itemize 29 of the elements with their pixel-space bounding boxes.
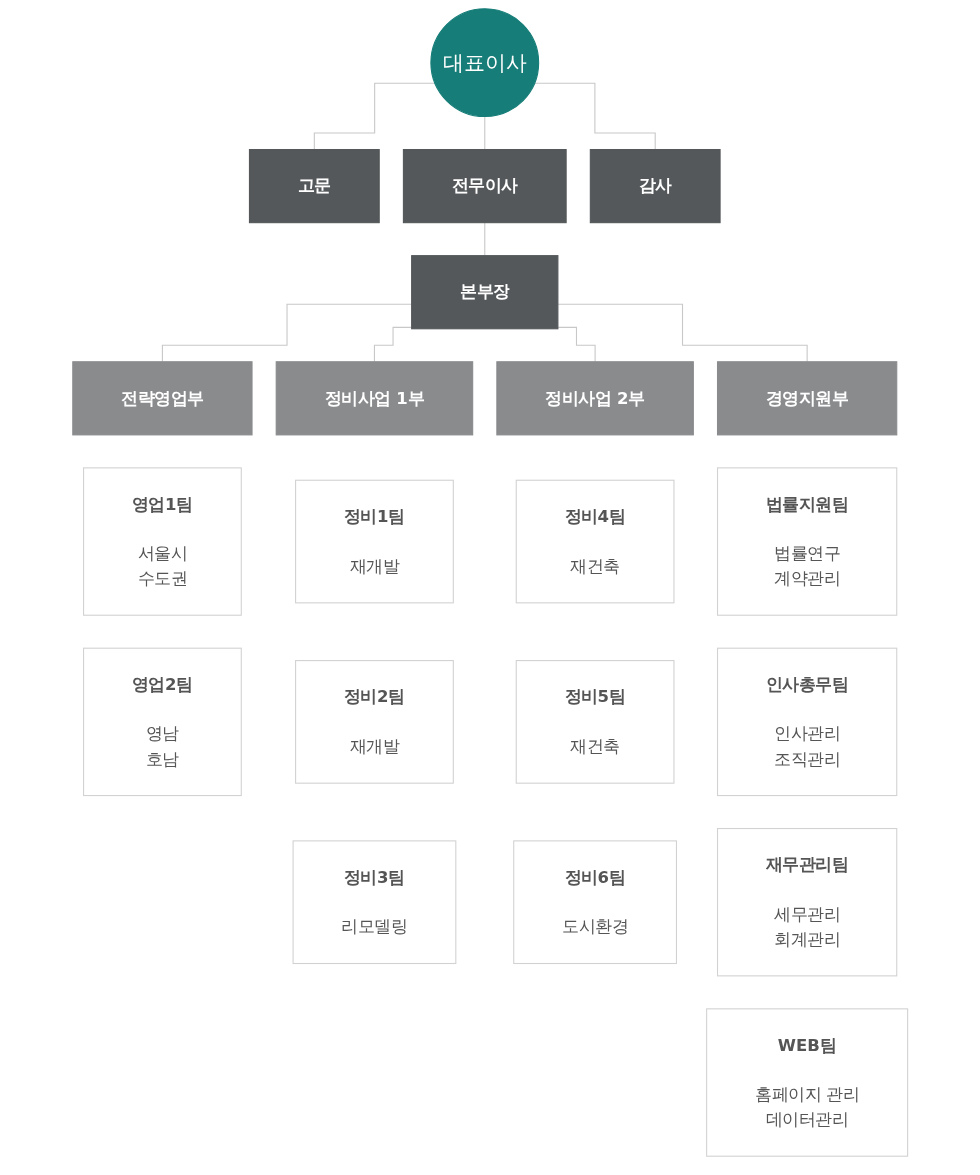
node-box: 재무관리팀 세무관리 회계관리 [716,828,898,977]
node-box: 정비4팀 재건축 [515,479,675,604]
node-box: 정비5팀 재건축 [515,660,675,784]
node-box: 법률지원팀 법률연구 계약관리 [716,467,898,616]
connector [484,116,486,151]
node-box: 경영지원부 [716,361,898,436]
node-box: 정비사업 2부 [496,361,694,436]
node-box: WEB팀 홈페이지 관리 데이터관리 [705,1008,908,1157]
node-box: 영업2팀 영남 호남 [82,647,242,797]
node-box: 전략영업부 [72,361,253,436]
node-box: 정비사업 1부 [275,361,473,436]
connector [373,326,412,363]
node-box: 영업1팀 서울시 수도권 [82,467,242,616]
connector [557,303,808,363]
node-box: 인사총무팀 인사관리 조직관리 [716,647,898,797]
node-box: 정비3팀 리모델링 [292,840,457,965]
connector [557,326,596,363]
node-box: 본부장 [410,255,559,330]
node-box: 고문 [248,149,380,224]
connector [313,82,436,151]
node-circle: 대표이사 [430,8,539,118]
node-box: 정비6팀 도시환경 [512,840,677,965]
node-box: 정비2팀 재개발 [294,660,454,784]
node-box: 감사 [589,149,721,224]
connector [161,303,412,363]
node-box: 정비1팀 재개발 [294,479,454,604]
connector [484,222,486,257]
node-box: 전무이사 [402,149,567,224]
connector [533,82,656,151]
